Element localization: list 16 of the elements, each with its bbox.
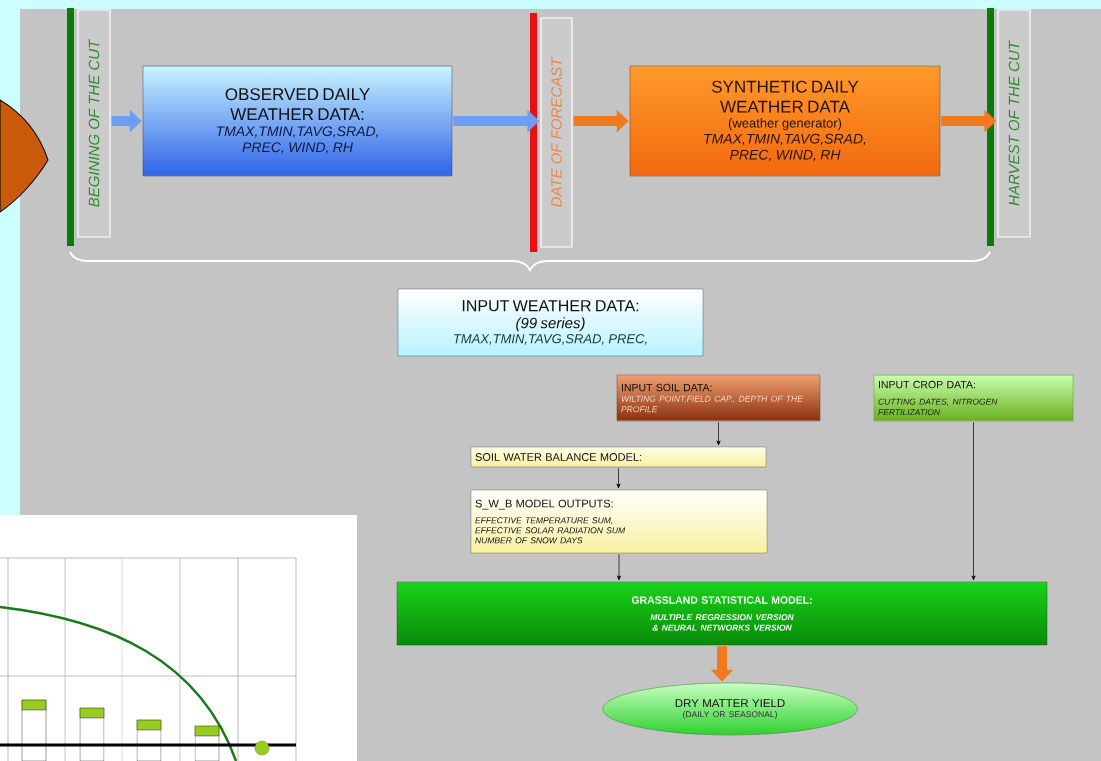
arrow (971, 421, 976, 581)
process-box: SOIL WATER BALANCE MODEL: (470, 446, 767, 468)
arrow (616, 553, 622, 581)
process-box: OBSERVED DAILY WEATHER DATA: TMAX,TMIN,TAVG,SRAD, PREC, WIND, RH (142, 65, 453, 177)
arrow (616, 467, 621, 489)
process-box: GRASSLAND STATISTICAL MODEL: MULTIPLE REGRESSION VERSION & NEURAL NETWORKS VERSION (396, 581, 1048, 646)
arrow (716, 421, 721, 446)
time-marker-label: DATE OF FORECAST (540, 17, 573, 248)
chevron-shape (0, 99, 49, 213)
process-box: INPUT SOIL DATA: WILTING POINT,FIELD CAP., DEPTH OF THE PROFILE (616, 374, 821, 422)
time-marker-label: BEGINING OF THE CUT (77, 9, 111, 238)
time-marker-label: HARVEST OF THE CUT (997, 9, 1031, 238)
process-box: INPUT WEATHER DATA: (99 series) TMAX,TMIN,TAVG,SRAD, PREC, (397, 288, 704, 357)
process-box: SYNTHETIC DAILY WEATHER DATA (weather generator) TMAX,TMIN,TAVG,SRAD, PREC, WIND, RH (629, 65, 941, 177)
process-box: S_W_B MODEL OUTPUTS: EFFECTIVE TEMPERATURE SUM, EFFECTIVE SOLAR RADIATION SUM NUMBER OF SNOW DAYS (470, 489, 768, 554)
process-box: INPUT CROP DATA: CUTTING DATES, NITROGEN FERTILIZATION (873, 374, 1074, 422)
